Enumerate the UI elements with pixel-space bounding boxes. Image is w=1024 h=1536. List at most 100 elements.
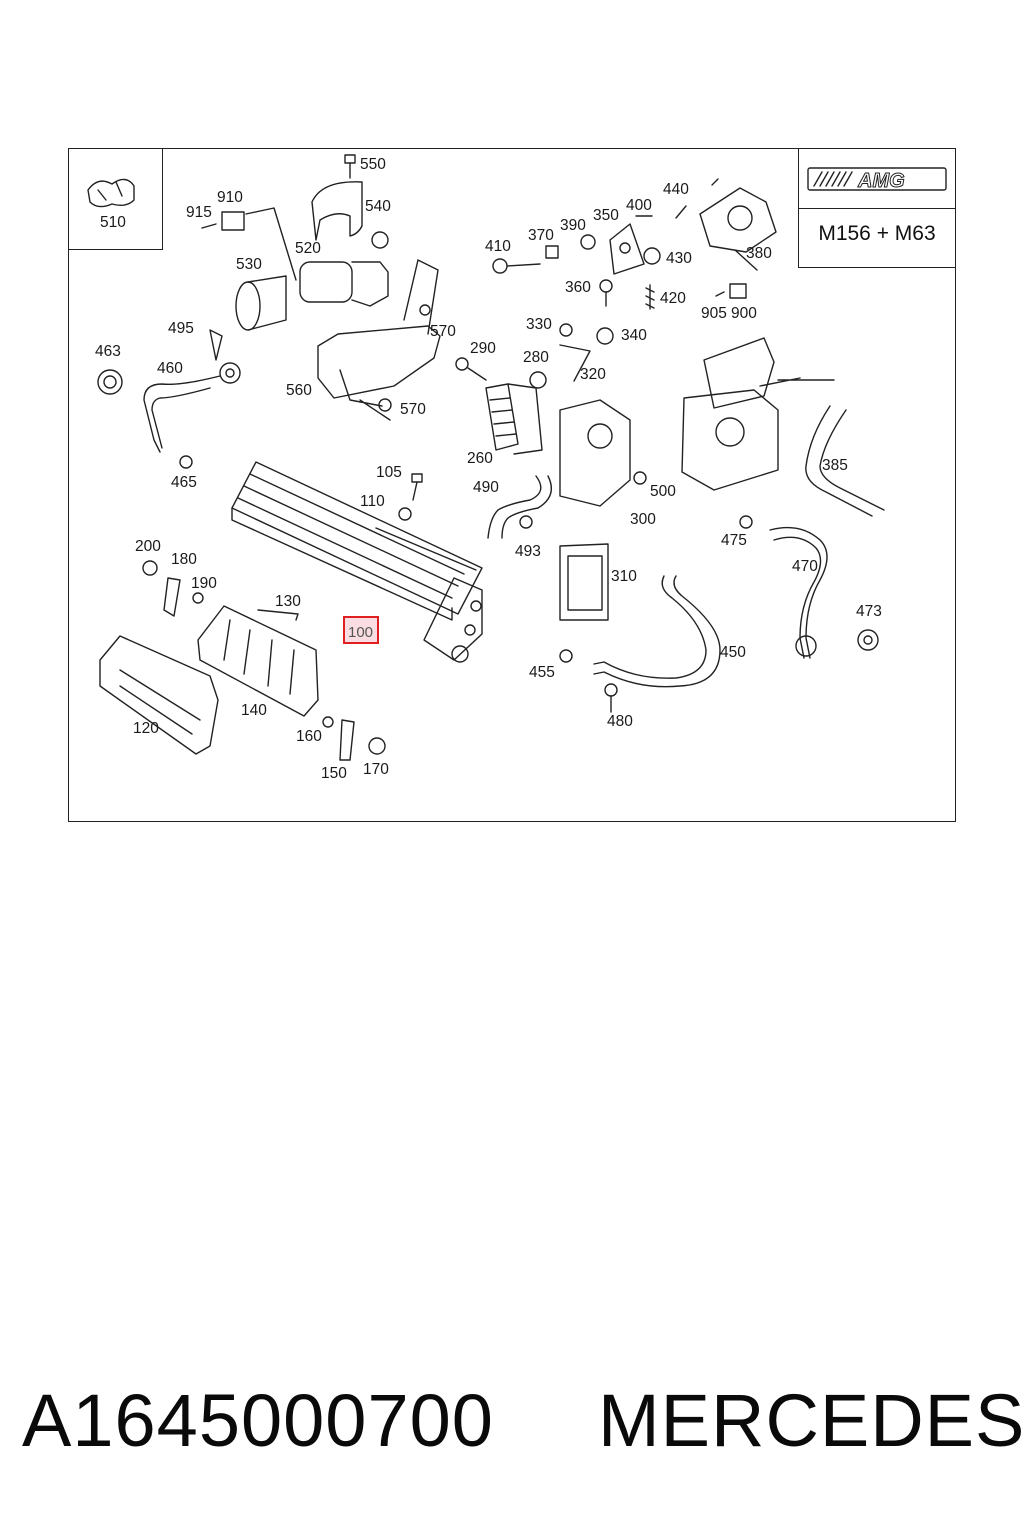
part-320-bracket: [559, 344, 591, 382]
part-330-nut: [559, 323, 573, 337]
callout-150: 150: [321, 765, 347, 782]
part-105-bolt: [411, 473, 423, 501]
part-385-hose: [805, 405, 885, 517]
callout-450: 450: [720, 644, 746, 661]
callout-330: 330: [526, 316, 552, 333]
callout-320: 320: [580, 366, 606, 383]
part-390-ring: [580, 234, 596, 250]
callout-410: 410: [485, 238, 511, 255]
callout-570-lower: 570: [400, 401, 426, 418]
part-340-nut: [596, 327, 614, 345]
part-490-hose: [487, 475, 552, 539]
brand-name: MERCEDES: [598, 1379, 1024, 1462]
callout-380: 380: [746, 245, 772, 262]
svg-text:AMG: AMG: [857, 170, 905, 192]
part-290-bolt: [455, 357, 487, 381]
callout-160: 160: [296, 728, 322, 745]
part-180-bracket: [163, 577, 181, 617]
part-420-spring: [645, 284, 655, 310]
part-170-nut: [368, 737, 386, 755]
callout-905: 905: [701, 305, 727, 322]
callout-280: 280: [523, 349, 549, 366]
callout-390: 390: [560, 217, 586, 234]
callout-120: 120: [133, 720, 159, 737]
part-550-screw: [344, 154, 356, 179]
callout-260: 260: [467, 450, 493, 467]
part-300-bracket: [559, 399, 631, 507]
part-520-pump: [299, 231, 389, 307]
part-140-duct: [197, 605, 319, 717]
callout-460: 460: [157, 360, 183, 377]
callout-190: 190: [191, 575, 217, 592]
callout-915: 915: [186, 204, 212, 221]
part-510-clip: [87, 178, 135, 208]
part-540-cover: [311, 181, 363, 241]
callout-493: 493: [515, 543, 541, 560]
callout-110: 110: [360, 493, 385, 510]
callout-540: 540: [365, 198, 391, 215]
part-150-bracket: [339, 719, 355, 761]
highlighted-part-label: 100: [348, 624, 374, 641]
part-module-assembly: [681, 337, 835, 491]
callout-470: 470: [792, 558, 818, 575]
callout-530: 530: [236, 256, 262, 273]
callout-570-upper: 570: [430, 323, 456, 340]
callout-340: 340: [621, 327, 647, 344]
part-480-bolt: [604, 683, 618, 713]
part-370-fitting: [545, 245, 559, 259]
part-310-gasket: [559, 543, 609, 621]
part-130-clip: [257, 609, 299, 621]
callout-170: 170: [363, 761, 389, 778]
model-label: M156 + M63: [818, 222, 936, 245]
part-360-bolt: [599, 279, 613, 307]
callout-350: 350: [593, 207, 619, 224]
callout-310: 310: [611, 568, 637, 585]
callout-440: 440: [663, 181, 689, 198]
callout-490: 490: [473, 479, 499, 496]
part-260-oil-cooler: [485, 383, 543, 455]
part-280-fitting: [529, 371, 547, 389]
part-450-hose: [593, 575, 721, 688]
callout-360: 360: [565, 279, 591, 296]
part-160-nut: [322, 716, 334, 728]
callout-180: 180: [171, 551, 197, 568]
part-430-nut: [643, 247, 661, 265]
amg-divider: [798, 208, 956, 209]
part-190-nut: [192, 592, 204, 604]
part-460-hose: [97, 329, 241, 469]
part-500-nut: [633, 471, 647, 485]
part-350-bracket: [609, 223, 645, 275]
callout-140: 140: [241, 702, 267, 719]
inset-box-510: [68, 148, 163, 250]
part-470-hose: [769, 526, 879, 659]
callout-455: 455: [529, 664, 555, 681]
callout-465: 465: [171, 474, 197, 491]
part-560-bracket: [317, 259, 441, 421]
part-475-ring: [739, 515, 753, 529]
part-100-radiator: [231, 461, 483, 663]
part-455-ring: [559, 649, 573, 663]
part-380-actuator: [675, 178, 777, 271]
footer: A1645000700 MERCEDES: [0, 1378, 1024, 1468]
part-530-sleeve: [235, 275, 287, 331]
part-110-washer: [398, 507, 412, 521]
callout-480: 480: [607, 713, 633, 730]
part-410-bolt: [492, 258, 541, 274]
callout-290: 290: [470, 340, 496, 357]
part-900-connector: [715, 283, 747, 299]
part-120-duct: [99, 635, 219, 755]
callout-910: 910: [217, 189, 243, 206]
callout-495: 495: [168, 320, 194, 337]
highlighted-part-100[interactable]: 100: [343, 616, 379, 644]
diagram-frame: [68, 148, 956, 822]
callout-200: 200: [135, 538, 161, 555]
callout-475: 475: [721, 532, 747, 549]
callout-130: 130: [275, 593, 301, 610]
part-910-connector: [201, 207, 297, 281]
callout-105: 105: [376, 464, 402, 481]
callout-500: 500: [650, 483, 676, 500]
callout-900: 900: [731, 305, 757, 322]
callout-560: 560: [286, 382, 312, 399]
callout-420: 420: [660, 290, 686, 307]
